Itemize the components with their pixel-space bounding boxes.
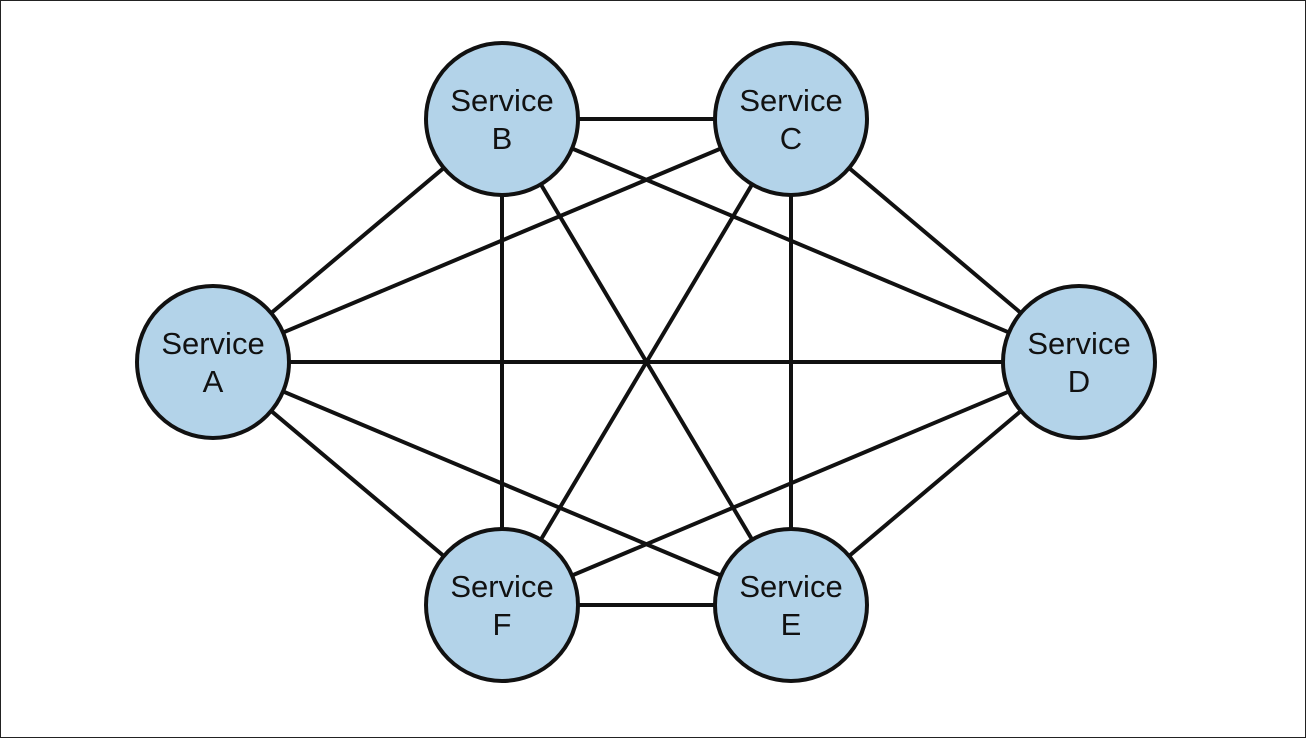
- node-label-line2: E: [781, 607, 802, 642]
- node-circle: [713, 41, 869, 197]
- node-label-line1: Service: [161, 326, 264, 361]
- node-service-a: Service A: [135, 284, 291, 440]
- node-circle: [713, 527, 869, 683]
- node-service-c: Service C: [713, 41, 869, 197]
- edge-d-f: [501, 360, 1080, 607]
- node-label-line2: B: [492, 121, 513, 156]
- node-layer: Service B Service C Service A Service D: [135, 41, 1157, 683]
- node-circle: [424, 41, 580, 197]
- node-label-line1: Service: [1027, 326, 1130, 361]
- node-circle: [1001, 284, 1157, 440]
- node-label-line2: F: [493, 607, 512, 642]
- node-service-d: Service D: [1001, 284, 1157, 440]
- node-label-line1: Service: [450, 83, 553, 118]
- node-circle: [424, 527, 580, 683]
- node-label-line2: C: [780, 121, 802, 156]
- edge-c-f: [500, 117, 793, 607]
- node-circle: [135, 284, 291, 440]
- edge-layer: [211, 117, 1081, 607]
- node-label-line2: D: [1068, 364, 1090, 399]
- node-label-line1: Service: [450, 569, 553, 604]
- node-label-line2: A: [203, 364, 224, 399]
- node-label-line1: Service: [739, 83, 842, 118]
- node-service-e: Service E: [713, 527, 869, 683]
- node-service-b: Service B: [424, 41, 580, 197]
- node-label-line1: Service: [739, 569, 842, 604]
- node-service-f: Service F: [424, 527, 580, 683]
